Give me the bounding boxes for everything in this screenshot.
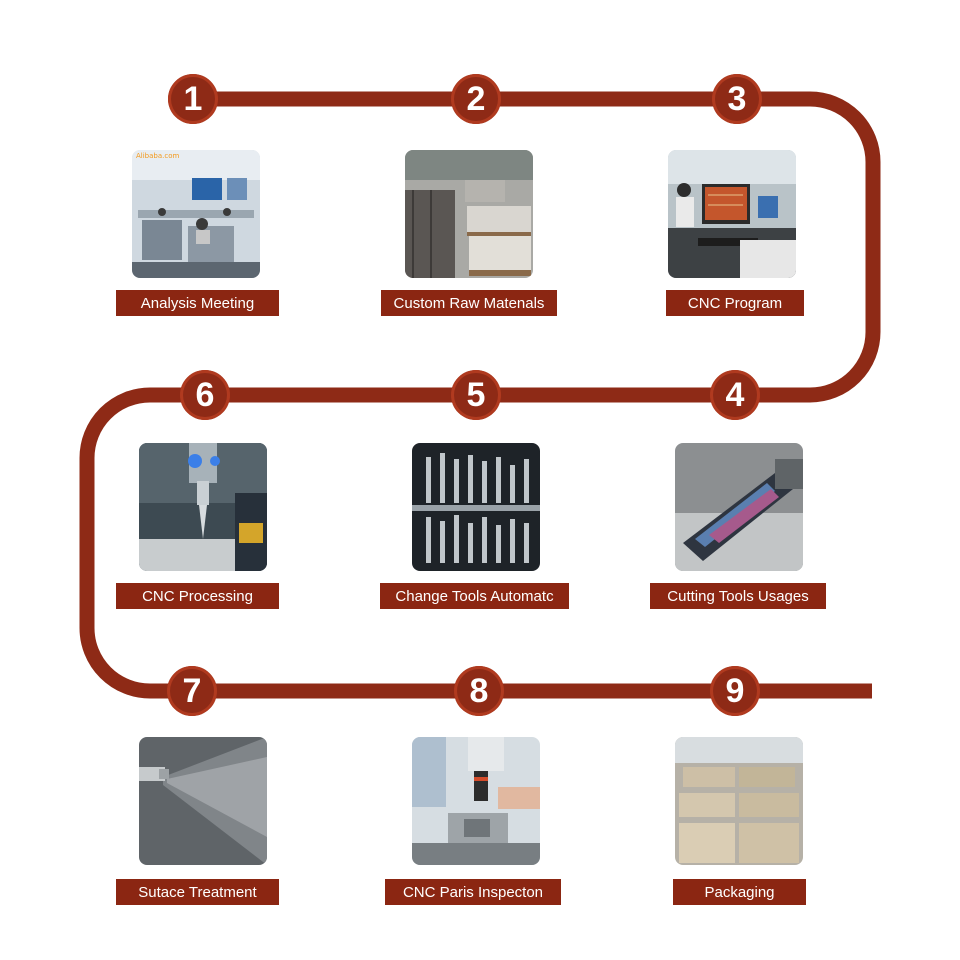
step-8-number: 8 bbox=[454, 666, 504, 716]
spray-nozzle-photo bbox=[139, 737, 267, 865]
step-9-label: Packaging bbox=[673, 879, 806, 905]
inspection-photo bbox=[412, 737, 540, 865]
step-6-label: CNC Processing bbox=[116, 583, 279, 609]
step-7-label: Sutace Treatment bbox=[116, 879, 279, 905]
watermark: Alibaba.com bbox=[136, 152, 180, 160]
step-7-number: 7 bbox=[167, 666, 217, 716]
step-2-label: Custom Raw Matenals bbox=[381, 290, 557, 316]
step-5-number: 5 bbox=[451, 370, 501, 420]
step-9-number: 9 bbox=[710, 666, 760, 716]
step-6-number: 6 bbox=[180, 370, 230, 420]
office-meeting-photo: Alibaba.com bbox=[132, 150, 260, 278]
step-3-label: CNC Program bbox=[666, 290, 804, 316]
step-5-label: Change Tools Automatc bbox=[380, 583, 569, 609]
step-2-number: 2 bbox=[451, 74, 501, 124]
packaging-photo bbox=[675, 737, 803, 865]
step-4-number: 4 bbox=[710, 370, 760, 420]
step-8-label: CNC Paris Inspecton bbox=[385, 879, 561, 905]
cnc-machining-photo bbox=[139, 443, 267, 571]
step-3-number: 3 bbox=[712, 74, 762, 124]
cutting-tool-photo bbox=[675, 443, 803, 571]
cnc-programming-photo bbox=[668, 150, 796, 278]
raw-materials-photo bbox=[405, 150, 533, 278]
step-1-label: Analysis Meeting bbox=[116, 290, 279, 316]
step-4-label: Cutting Tools Usages bbox=[650, 583, 826, 609]
tool-rack-photo bbox=[412, 443, 540, 571]
step-1-number: 1 bbox=[168, 74, 218, 124]
